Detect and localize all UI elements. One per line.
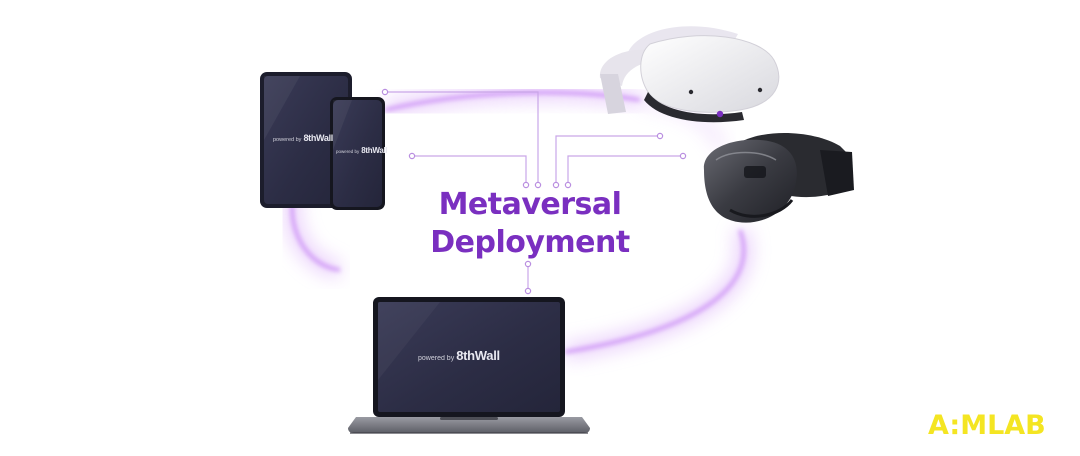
laptop-device	[348, 297, 590, 434]
title-line-2: Deployment	[430, 225, 630, 260]
phone-brand: 8thWall	[361, 146, 388, 155]
vr-headset-icon	[599, 26, 780, 123]
phone-powered-by: powered by	[336, 149, 360, 154]
title-line-1: Metaversal	[438, 187, 622, 222]
tablet-device	[260, 72, 352, 208]
laptop-brand: 8thWall	[456, 348, 500, 363]
tablet-brand: 8thWall	[303, 133, 334, 143]
connector-lines	[385, 91, 683, 290]
diagram-title: Metaversal Deployment	[420, 186, 640, 262]
connector-nodes	[381, 88, 687, 295]
amlab-logo: A:MLAB	[928, 410, 1046, 441]
laptop-powered-by: powered by	[418, 355, 455, 362]
ar-headset-icon	[703, 132, 854, 223]
phone-device	[330, 97, 385, 210]
tablet-powered-by: powered by	[273, 137, 302, 143]
